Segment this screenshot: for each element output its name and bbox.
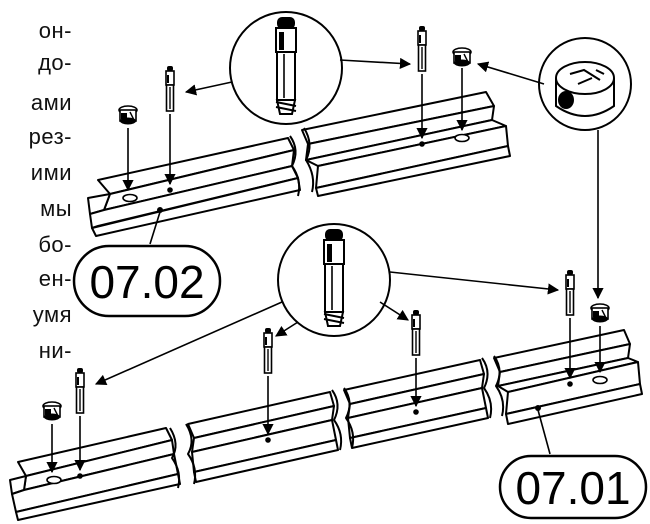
cam-lock-icon [590,303,610,324]
upper-dowel-hole-right [419,141,425,147]
text-fragment: рез- [28,124,72,149]
lower-dowel-detail-magnifier [277,223,391,337]
cam-magnifier-arrows [476,61,604,300]
cam-lock-icon [42,401,62,422]
cam-lock-icon [452,47,472,68]
part-label-text: 07.01 [515,462,630,514]
dowel-pin-icon [565,269,575,316]
lower-rail-segment-3 [343,359,489,449]
lower-dowel-hole [567,381,573,387]
upper-rail-left-segment [87,137,301,237]
lower-rail-segment-1 [9,427,181,521]
text-fragment: умя [32,302,72,327]
lower-magnifier-arrows [94,271,560,386]
upper-dowel-hole-left [167,187,173,193]
text-fragment: ен- [38,266,72,291]
lower-dowel-hole [77,473,83,479]
text-fragment: до- [38,50,72,75]
part-label-text: 07.02 [89,256,204,308]
upper-magnifier-arrows [184,57,412,96]
upper-label-point [157,207,163,213]
dowel-pin-icon [165,65,175,112]
cam-detail-magnifier [538,37,632,131]
upper-cam-hole-right [454,133,470,143]
dowel-pin-icon [263,327,273,374]
lower-rail-segment-4 [493,329,643,425]
upper-insertion-arrows [122,68,468,192]
upper-cam-hole-left [122,193,138,203]
lower-insertion-arrows [46,318,606,474]
text-fragment: бо- [38,232,72,257]
text-fragment: ами [30,90,72,115]
cam-lock-icon [118,105,138,126]
text-fragment: он- [38,18,72,43]
upper-dowel-detail-magnifier [229,11,343,125]
lower-dowel-hole [413,409,419,415]
lower-dowel-hole [265,437,271,443]
text-fragment: ни- [38,338,72,363]
upper-rail-right-segment [301,91,511,197]
text-fragment: мы [40,196,72,221]
lower-cam-hole-left [46,475,62,485]
lower-label-point [535,405,541,411]
dowel-pin-icon [411,309,421,356]
dowel-pin-icon [417,25,427,72]
part-label-07-01: 07.01 [498,409,648,520]
lower-rail-segment-2 [187,391,339,483]
lower-cam-hole-right [592,375,608,385]
dowel-pin-icon [75,367,85,414]
text-fragment: ими [30,160,72,185]
part-label-07-02: 07.02 [72,211,222,318]
